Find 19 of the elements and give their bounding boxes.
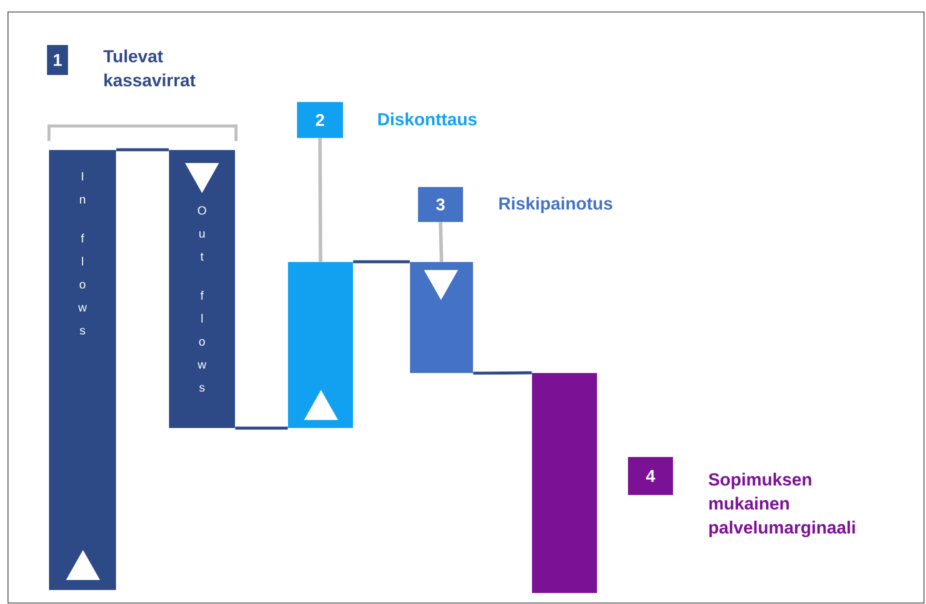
number-box: 2	[297, 102, 343, 138]
leader-line	[438, 222, 444, 262]
heading: Sopimuksen mukainen palvelumarginaali	[708, 472, 855, 538]
number-box: 4	[628, 456, 673, 495]
vertical-label: In flows	[78, 172, 87, 335]
connector-line	[235, 426, 288, 430]
connector-line	[116, 148, 169, 152]
heading: Riskipainotus	[499, 196, 612, 214]
number-box: 3	[418, 187, 463, 222]
heading: Diskonttaus	[378, 112, 477, 126]
number-box: 1	[47, 44, 68, 75]
connector-line	[473, 371, 532, 375]
vertical-label: Out flows	[198, 206, 206, 392]
bar	[532, 373, 597, 593]
connector-line	[353, 260, 410, 264]
bar	[288, 262, 353, 428]
bar	[410, 262, 473, 373]
leader-line	[318, 138, 322, 262]
heading: Tulevat kassavirrat	[103, 50, 196, 86]
